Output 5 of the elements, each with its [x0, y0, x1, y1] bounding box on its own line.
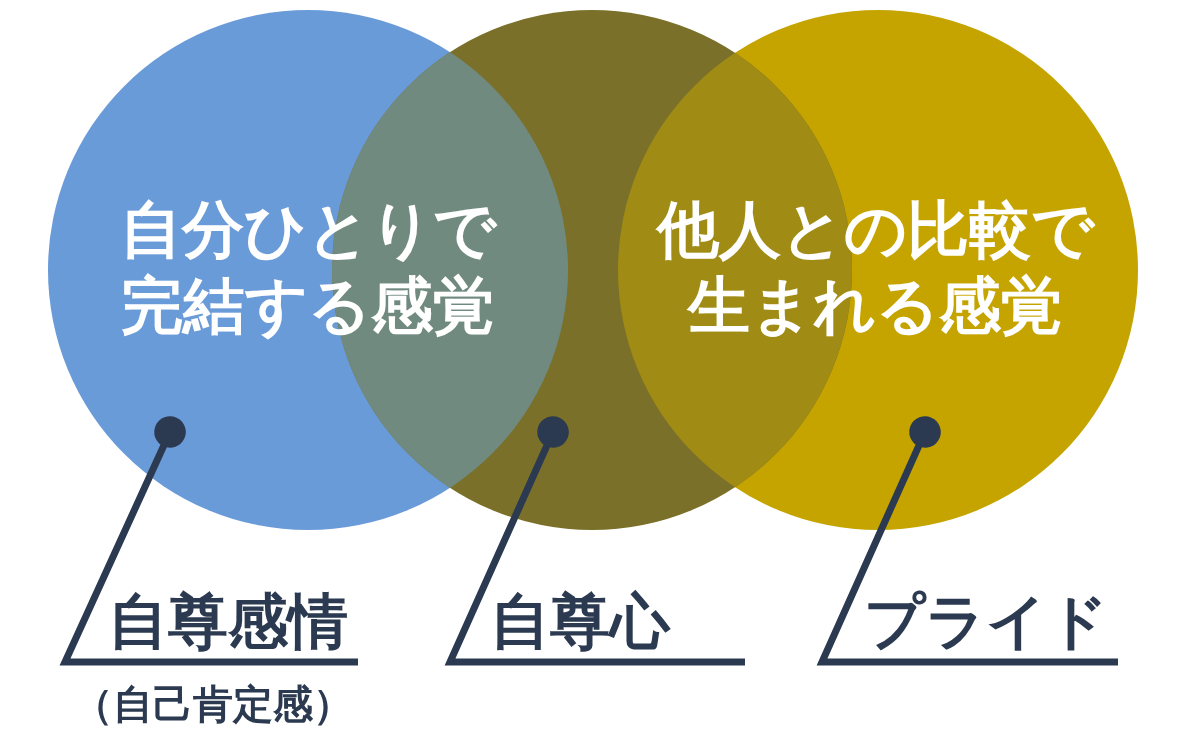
circle-text: 他人との比較で生まれる感覚	[654, 192, 1097, 344]
note-text: （自己肯定感）	[73, 680, 353, 728]
term-label: 自尊感情	[108, 586, 348, 656]
term-label: 自尊心	[490, 586, 670, 656]
term-label: プライド	[864, 586, 1108, 656]
